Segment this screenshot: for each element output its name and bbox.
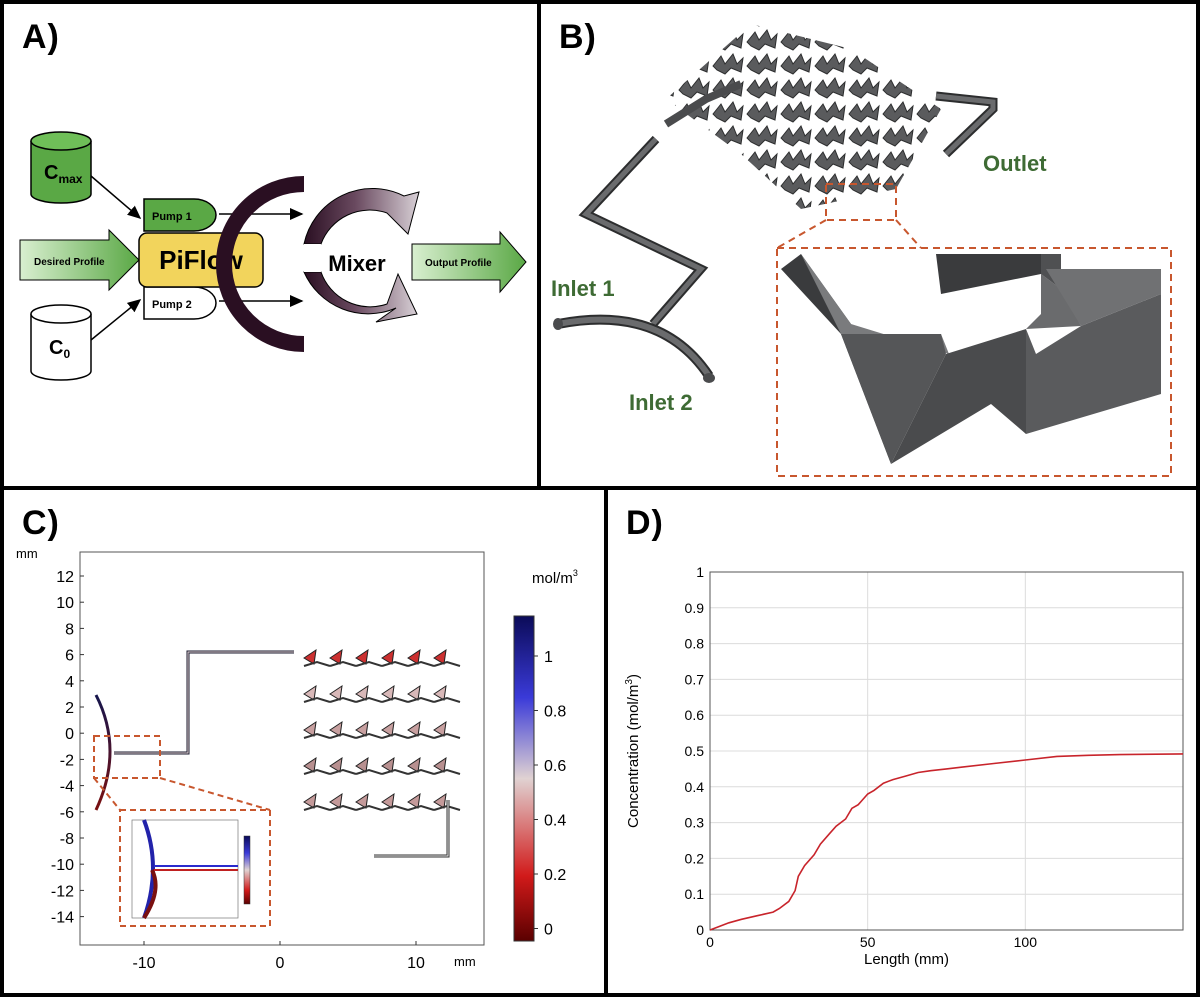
svg-text:Output Profile: Output Profile (425, 258, 492, 269)
output-profile-arrow: Output Profile (412, 232, 526, 292)
colorbar-tick-label: 0.6 (544, 758, 566, 775)
y-tick-label: 0.6 (685, 707, 705, 723)
concentration-chart: 0 0.1 0.2 0.3 0.4 0.5 0.6 0.7 0.8 0.9 1 0 50 100 Len… (608, 490, 1196, 993)
svg-text:Pump 1: Pump 1 (152, 211, 192, 223)
panel-d: D) 00.10.20.30.40.50.60.70.80.91 050100 … (604, 486, 1200, 997)
y-ticks: 12 10 8 6 4 2 0 -2 -4 -6 -8 -10 -12 -14 (51, 569, 84, 927)
y-tick-label: 0.7 (685, 671, 705, 687)
x-unit-label: mm (454, 954, 476, 969)
y-tick-label: 0 (65, 726, 74, 743)
pump-1: Pump 1 (144, 199, 216, 231)
svg-text:Desired Profile: Desired Profile (34, 257, 105, 268)
serpentine-mixer (666, 24, 941, 209)
y-unit-label: mm (16, 546, 38, 561)
y-tick-label: 2 (65, 700, 74, 717)
inlet-1-label: Inlet 1 (551, 276, 615, 301)
mixer-render: Outlet Inlet 1 Inlet 2 (541, 4, 1196, 486)
y-tick-label: 0.9 (685, 600, 705, 616)
colorbar-tick-label: 0.4 (544, 813, 566, 830)
y-tick-label: 0.8 (685, 636, 705, 652)
y-tick-label: -14 (51, 910, 74, 927)
concentration-line (710, 754, 1183, 930)
y-tick-label: 0.1 (685, 886, 705, 902)
y-tick-label: 1 (696, 564, 704, 580)
y-tick-label: -10 (51, 857, 74, 874)
x-tick-label: 50 (860, 934, 876, 950)
inlet-2-label: Inlet 2 (629, 390, 693, 415)
zoomed-channel-detail (781, 254, 1161, 464)
y-tick-label: 10 (56, 595, 74, 612)
svg-text:Pump 2: Pump 2 (152, 299, 192, 311)
y-tick-label: 12 (56, 569, 74, 586)
colorbar-tick-label: 0.8 (544, 704, 566, 721)
colorbar (514, 616, 534, 941)
x-tick-label: 0 (706, 934, 714, 950)
x-tick-label: -10 (132, 955, 155, 972)
y-tick-label: -12 (51, 883, 74, 900)
x-ticks: 0 50 100 (706, 934, 1037, 950)
panel-a: A) Cmax C0 (0, 0, 541, 490)
y-ticks: 0 0.1 0.2 0.3 0.4 0.5 0.6 0.7 0.8 0.9 1 (685, 564, 705, 938)
y-tick-label: 0.5 (685, 743, 705, 759)
outlet-channel (936, 96, 993, 154)
colorbar-ticks: 1 0.8 0.6 0.4 0.2 0 (534, 649, 566, 939)
y-tick-label: 8 (65, 621, 74, 638)
c-max-reservoir: Cmax (31, 132, 91, 203)
y-tick-label: 0.3 (685, 815, 705, 831)
outlet-label: Outlet (983, 151, 1047, 176)
grid (710, 572, 1183, 930)
piflow-box: PiFlow (139, 233, 263, 287)
desired-profile-arrow: Desired Profile (20, 230, 139, 290)
pump-2: Pump 2 (144, 287, 216, 319)
y-tick-label: -8 (60, 831, 74, 848)
inset-plot (132, 820, 250, 918)
colorbar-tick-label: 0.2 (544, 867, 566, 884)
simulation-map: mm mm 121086420-2-4-6-8-10-12-14 -10010 (4, 490, 604, 993)
y-tick-label: -4 (60, 779, 74, 796)
colorbar-tick-label: 0 (544, 922, 553, 939)
x-tick-label: 0 (276, 955, 285, 972)
colorbar-tick-label: 1 (544, 649, 553, 666)
svg-text:Mixer: Mixer (328, 251, 386, 276)
x-ticks: -10 0 10 (132, 941, 425, 972)
c0-reservoir: C0 (31, 305, 91, 380)
y-tick-label: 4 (65, 674, 74, 691)
flow-diagram: Cmax C0 Desired Profile Pump 1 Pump 2 (4, 4, 537, 486)
x-axis-label: Length (mm) (864, 951, 949, 968)
y-tick-label: 0.4 (685, 779, 705, 795)
x-tick-label: 100 (1014, 934, 1038, 950)
x-tick-label: 10 (407, 955, 425, 972)
y-tick-label: -2 (60, 752, 74, 769)
y-tick-label: 6 (65, 648, 74, 665)
inlet-channel (553, 139, 715, 383)
y-axis-label: Concentration (mol/m3) (624, 674, 642, 828)
y-tick-label: -6 (60, 805, 74, 822)
panel-b: B) Outlet Inlet 1 Inlet 2 (537, 0, 1200, 490)
y-tick-label: 0 (696, 922, 704, 938)
colorbar-unit: mol/m3 (532, 568, 578, 587)
y-tick-label: 0.2 (685, 850, 705, 866)
